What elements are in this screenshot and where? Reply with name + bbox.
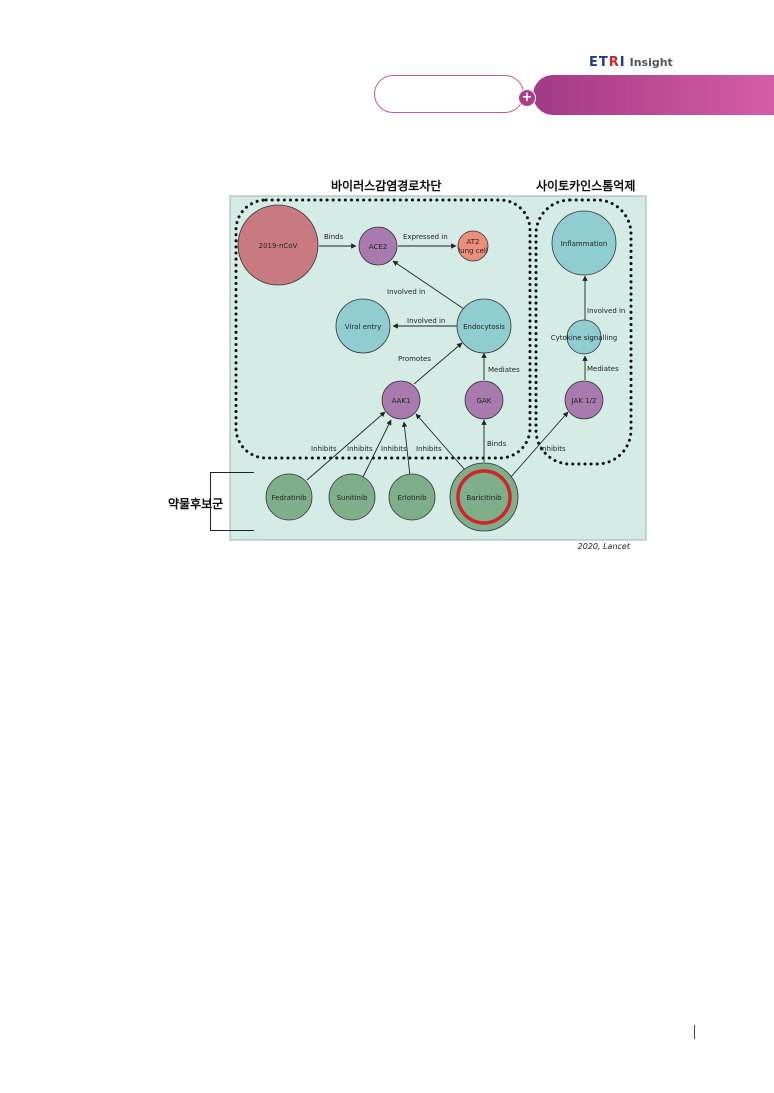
group-title-cytokine: 사이토카인스톰억제 <box>536 179 636 193</box>
node-label-fedratinib: Fedratinib <box>271 494 307 502</box>
node-label-cytokine-signalling: Cytokine signalling <box>551 334 618 342</box>
edge-label-inhibits-jak: Inhibits <box>540 445 566 453</box>
node-label-aak1: AAK1 <box>392 397 411 405</box>
edge-sunitinib-aak1 <box>362 419 392 478</box>
edge-label-expressed-in: Expressed in <box>403 233 448 241</box>
brand-logo-mark: ETRI <box>589 54 626 70</box>
node-fedratinib <box>265 473 313 521</box>
edge-label-involved-in-ace2: Involved in <box>387 288 425 296</box>
edge-label-promotes: Promotes <box>398 355 431 363</box>
node-label-jak: JAK 1/2 <box>571 397 597 405</box>
node-erlotinib <box>388 473 436 521</box>
node-label-ncov: 2019-nCoV <box>259 242 298 250</box>
node-label-inflammation: Inflammation <box>561 240 608 248</box>
node-cytokine-signalling <box>566 319 602 355</box>
edge-aak1-endocytosis <box>413 342 463 385</box>
drug-pathway-diagram: 2019-nCoV ACE2 AT2 lung cell Viral entry… <box>229 195 647 541</box>
edge-label-inhibits-2: Inhibits <box>347 445 373 453</box>
node-label-sunitinib: Sunitinib <box>337 494 368 502</box>
brand-logo-text: Insight <box>629 55 673 69</box>
cytokine-boundary <box>534 198 633 466</box>
node-aak1 <box>381 380 421 420</box>
node-ace2 <box>358 226 398 266</box>
node-label-at2-sub: lung cell <box>458 247 488 255</box>
node-label-viral-entry: Viral entry <box>345 323 381 331</box>
edge-label-mediates-jak: Mediates <box>587 365 619 373</box>
edge-label-mediates-gak: Mediates <box>488 366 520 374</box>
group-title-viral-blocking: 바이러스감염경로차단 <box>331 179 442 193</box>
node-at2 <box>457 230 489 262</box>
edge-label-involved-in-inflammation: Involved in <box>587 307 625 315</box>
header-band <box>533 75 774 115</box>
drug-group-label: 약물후보군 <box>168 497 224 511</box>
node-label-ace2: ACE2 <box>369 243 387 251</box>
edge-erlotinib-aak1 <box>401 421 411 477</box>
edge-label-inhibits-4: Inhibits <box>416 445 442 453</box>
node-label-at2: AT2 <box>467 238 480 246</box>
node-ncov <box>237 204 319 286</box>
edge-label-inhibits-3: Inhibits <box>381 445 407 453</box>
node-label-endocytosis: Endocytosis <box>463 323 505 331</box>
node-endocytosis <box>456 298 512 354</box>
edge-label-binds-ace2: Binds <box>324 233 344 241</box>
plus-icon: + <box>518 89 536 107</box>
drug-group-bracket <box>210 472 254 531</box>
edge-baricitinib-jak <box>509 411 569 479</box>
node-label-baricitinib: Baricitinib <box>466 494 502 502</box>
edge-label-inhibits-1: Inhibits <box>311 445 337 453</box>
baricitinib-highlight-ring <box>456 469 512 525</box>
node-jak <box>564 380 604 420</box>
node-label-gak: GAK <box>477 397 492 405</box>
edge-fedratinib-aak1 <box>306 411 386 481</box>
edge-endocytosis-ace2 <box>392 260 465 310</box>
node-viral-entry <box>335 298 391 354</box>
node-label-erlotinib: Erlotinib <box>397 494 427 502</box>
node-gak <box>464 380 504 420</box>
header-pill <box>374 75 524 113</box>
edge-label-binds-gak: Binds <box>487 440 507 448</box>
edge-label-involved-in-viral: Involved in <box>407 317 445 325</box>
figure-credit: 2020, Lancet <box>577 542 630 551</box>
page-number-divider <box>694 1025 695 1039</box>
etri-insight-logo: ETRI Insight <box>589 54 673 70</box>
viral-blocking-boundary <box>234 198 532 460</box>
node-sunitinib <box>328 473 376 521</box>
edge-baricitinib-aak1 <box>415 413 466 471</box>
node-inflammation <box>551 210 617 276</box>
